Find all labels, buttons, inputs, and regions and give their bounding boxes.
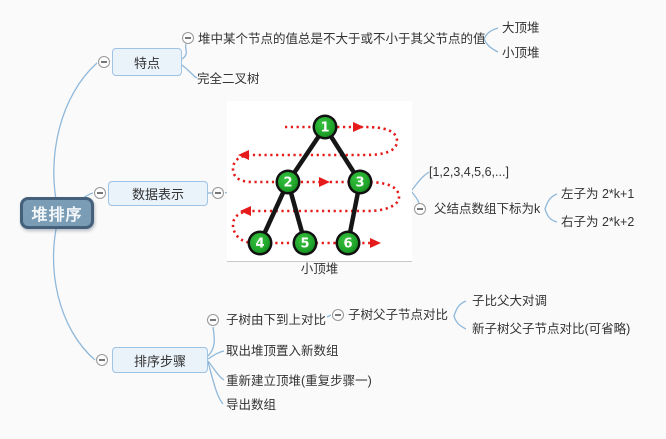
node-step3-rebuild-heap[interactable]: 重新建立顶堆(重复步骤一) [226, 374, 372, 388]
node-min-heap[interactable]: 小顶堆 [502, 46, 540, 60]
collapse-icon-rule[interactable] [182, 32, 194, 44]
node-right-child-formula[interactable]: 右子为 2*k+2 [561, 215, 635, 229]
collapse-icon-step1[interactable] [207, 314, 219, 326]
node-left-child-formula[interactable]: 左子为 2*k+1 [561, 187, 635, 201]
arrow-left-return-1 [238, 150, 249, 160]
collapse-icon-step1-detail[interactable] [332, 309, 344, 321]
branch-image-parentindex [410, 190, 420, 204]
branch-root-features [53, 62, 98, 211]
tree-node-1: 1 [312, 114, 338, 140]
minus-glyph [215, 192, 221, 194]
minus-glyph [335, 314, 341, 316]
brace-detail-children [453, 300, 467, 330]
collapse-icon-representation-left[interactable] [94, 187, 106, 199]
topic-representation-label: 数据表示 [131, 187, 184, 202]
collapse-icon-representation-right[interactable] [212, 187, 224, 199]
node-complete-binary-tree[interactable]: 完全二叉树 [197, 72, 260, 86]
node-step1-compare-bottom-up[interactable]: 子树由下到上对比 [226, 313, 327, 327]
arrow-right-after-1 [353, 122, 364, 132]
minus-glyph [101, 61, 107, 63]
svg-text:5: 5 [300, 237, 309, 252]
tree-node-4: 4 [247, 230, 273, 256]
minus-glyph [185, 37, 191, 39]
traversal-arrowheads [238, 122, 381, 248]
tree-node-3: 3 [347, 169, 373, 195]
collapse-icon-features[interactable] [98, 56, 110, 68]
topic-steps-label: 排序步骤 [133, 353, 186, 369]
branch-root-steps [52, 219, 96, 361]
node-step4-export-array[interactable]: 导出数组 [226, 398, 277, 412]
branch-step1-detail [326, 314, 332, 318]
minus-glyph [417, 208, 423, 210]
arrow-right-after-6 [370, 238, 381, 248]
branch-steps-step4 [207, 361, 224, 405]
branch-steps-step3 [207, 360, 225, 381]
topic-representation[interactable]: 数据表示 [108, 181, 208, 206]
branch-features-rule [181, 43, 187, 60]
collapse-icon-parent-index[interactable] [414, 203, 426, 215]
minus-glyph [210, 319, 216, 321]
svg-text:6: 6 [343, 237, 352, 252]
root-topic-heapsort[interactable]: 堆排序 [20, 197, 94, 229]
svg-text:2: 2 [283, 176, 292, 191]
minus-glyph [99, 359, 105, 361]
collapse-icon-steps[interactable] [96, 354, 108, 366]
tree-node-5: 5 [292, 230, 318, 256]
tree-node-6: 6 [335, 230, 361, 256]
svg-text:3: 3 [355, 176, 364, 191]
tree-node-2: 2 [275, 169, 301, 195]
node-array-literal[interactable]: [1,2,3,4,5,6,...] [429, 165, 509, 179]
arrow-left-return-2 [240, 206, 251, 216]
branch-steps-step1 [207, 326, 215, 357]
image-caption-min-heap: 小顶堆 [300, 262, 339, 276]
brace-rule-children [483, 27, 499, 53]
svg-text:4: 4 [255, 237, 264, 252]
node-max-heap[interactable]: 大顶堆 [502, 21, 540, 35]
topic-steps[interactable]: 排序步骤 [112, 347, 208, 373]
branch-image-array [410, 171, 430, 192]
node-step2-extract-top[interactable]: 取出堆顶置入新数组 [226, 344, 339, 358]
brace-parentindex-children [544, 193, 558, 223]
root-topic-label: 堆排序 [31, 207, 83, 224]
branch-features-complete [181, 64, 198, 79]
node-recompare-optional[interactable]: 新子树父子节点对比(可省略) [472, 322, 631, 336]
tree-nodes: 1 2 3 4 5 6 [247, 114, 373, 256]
topic-features[interactable]: 特点 [112, 48, 182, 76]
node-step1-detail-compare[interactable]: 子树父子节点对比 [348, 308, 449, 322]
node-swap-rule[interactable]: 子比父大对调 [472, 294, 548, 308]
arrow-right-2-to-3 [319, 177, 330, 187]
node-heap-rule[interactable]: 堆中某个节点的值总是不大于或不小于其父节点的值 [198, 32, 486, 46]
tree-edges [257, 125, 363, 244]
min-heap-tree-image[interactable]: 1 2 3 4 5 6 [227, 101, 412, 262]
svg-text:1: 1 [320, 121, 329, 136]
topic-features-label: 特点 [133, 55, 160, 71]
branch-steps-step2 [207, 350, 225, 360]
node-parent-index[interactable]: 父结点数组下标为k [434, 202, 541, 216]
minus-glyph [97, 192, 103, 194]
